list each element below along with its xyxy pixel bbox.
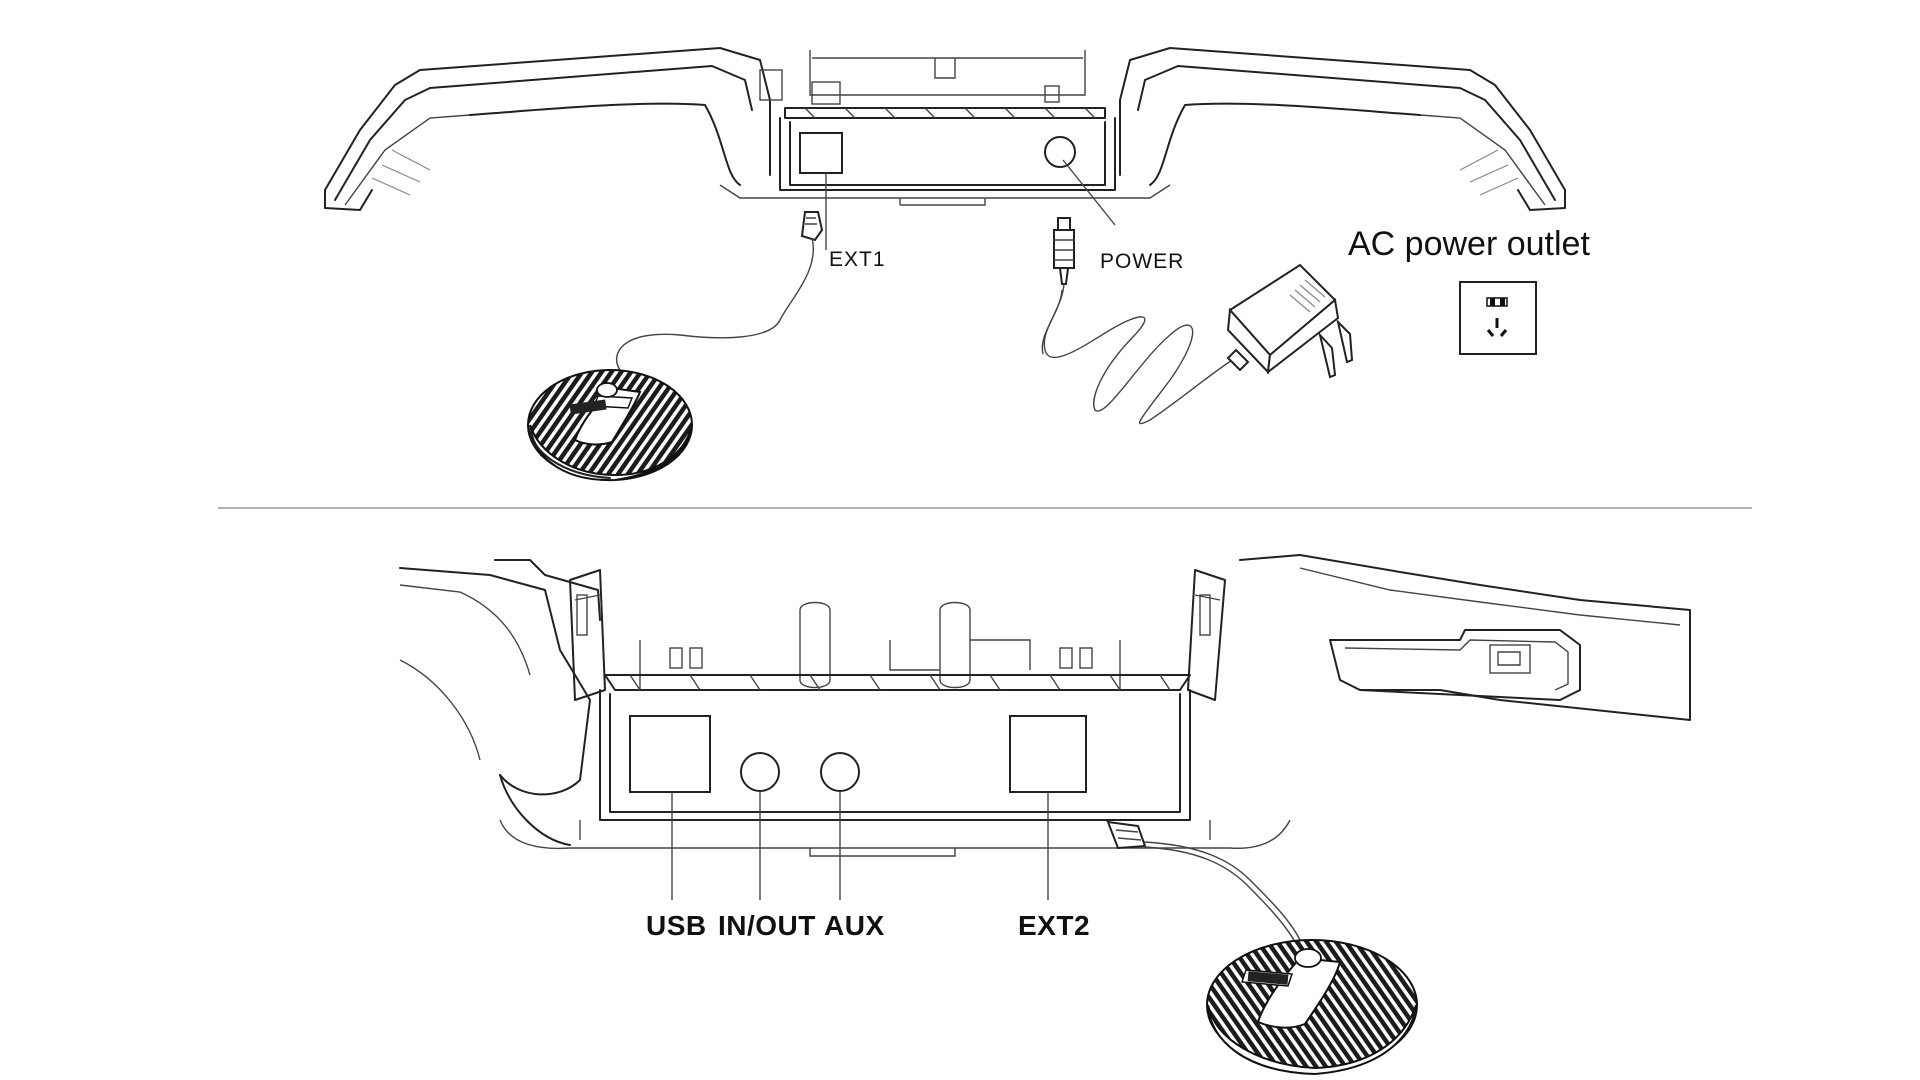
ext1-port [799,132,843,174]
ext2-plug [1106,820,1147,850]
ext1-microphone-pod [527,369,693,482]
in-out-jack [740,752,780,792]
power-cable [1043,283,1241,425]
ac-outlet-icon [1459,281,1537,355]
aux-jack [820,752,860,792]
ext2-cable [1143,841,1301,941]
usb-label: USB [646,910,707,941]
power-plug [1053,217,1075,285]
ext1-label: EXT1 [829,248,886,271]
ac-power-outlet-label: AC power outlet [1348,225,1590,263]
in-out-label: IN/OUT [718,910,816,941]
ext2-microphone-pod [1206,939,1418,1076]
aux-label: AUX [824,910,885,941]
power-jack [1044,136,1076,168]
power-label: POWER [1100,250,1184,273]
ext2-port [1009,715,1087,793]
usb-port [629,715,711,793]
top-device-body [324,47,1566,211]
ext1-plug [800,211,824,242]
ext1-cable [616,237,815,371]
ext2-label: EXT2 [1018,910,1090,941]
bottom-device-body [399,554,1691,857]
power-adapter [1226,263,1354,379]
